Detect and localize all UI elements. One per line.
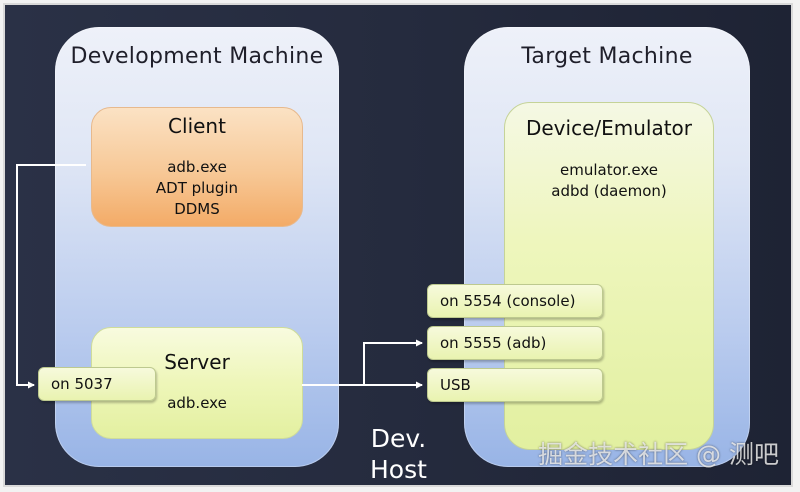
device-components: emulator.exe adbd (daemon) — [505, 160, 713, 202]
server-port-5037: on 5037 — [38, 367, 156, 401]
device-component: adbd (daemon) — [551, 182, 667, 200]
target-machine-title: Target Machine — [521, 44, 693, 69]
server-title: Server — [164, 350, 230, 374]
device-component: emulator.exe — [560, 161, 658, 179]
client-box: Client adb.exe ADT plugin DDMS — [91, 107, 303, 227]
client-component: DDMS — [174, 200, 220, 218]
connector-lines — [16, 164, 423, 389]
watermark: 掘金技术社区 @ 测吧 — [538, 440, 779, 469]
dev-host-line: Host — [370, 455, 427, 484]
adb-port-5555: on 5555 (adb) — [427, 326, 603, 360]
console-port-5554: on 5554 (console) — [427, 284, 603, 318]
target-machine: Target Machine Device/Emulator emulator.… — [464, 27, 750, 467]
server-component: adb.exe — [167, 394, 227, 412]
server-to-adb-port-connector — [363, 339, 423, 385]
usb-port: USB — [427, 368, 603, 402]
dev-host-label: Dev. Host — [370, 423, 427, 485]
client-component: adb.exe — [167, 158, 227, 176]
client-component: ADT plugin — [155, 179, 239, 197]
device-title: Device/Emulator — [525, 116, 693, 140]
device-emulator-box: Device/Emulator emulator.exe adbd (daemo… — [504, 102, 714, 450]
server-components: adb.exe — [92, 393, 302, 414]
client-to-server-connector — [16, 164, 86, 389]
client-components: adb.exe ADT plugin DDMS — [92, 157, 302, 220]
dev-host-line: Dev. — [370, 424, 427, 453]
diagram-canvas: Development Machine Client adb.exe ADT p… — [3, 3, 793, 487]
development-machine-title: Development Machine — [70, 44, 324, 69]
client-title: Client — [168, 114, 226, 138]
